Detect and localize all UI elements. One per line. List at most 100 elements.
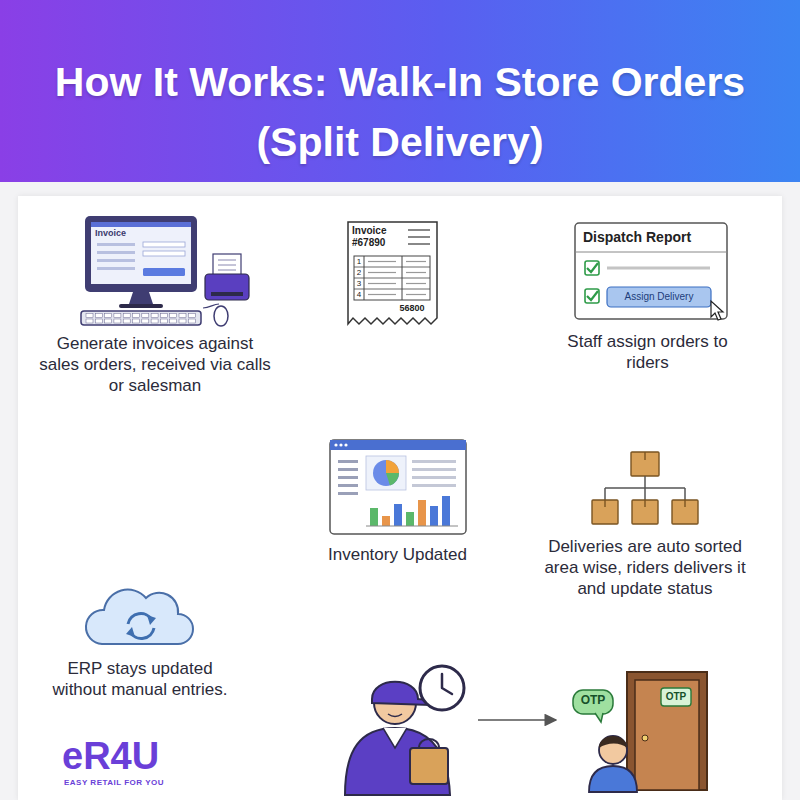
bar [442,496,450,526]
icon-text: 2 [354,267,364,278]
keyboard-key [86,319,93,323]
icon-area: Invoice [35,212,275,327]
keyboard-key [123,319,130,323]
form-field [143,251,185,256]
stand-base [119,304,163,308]
erp-cloud: ERP stays updated without manual entries… [50,580,230,700]
form-field [143,242,185,247]
paper-line [218,260,236,261]
keyboard-key [170,314,177,318]
keyboard-key [179,319,186,323]
icon-text: OTP [573,693,613,707]
receipt-line [408,229,430,230]
icon-drawing [565,668,715,792]
row-text-line [406,294,426,295]
pie-slice [386,460,399,473]
brand-tagline: EASY RETAIL FOR YOU [64,778,164,788]
keyboard-key [114,319,121,323]
bubble-tail [595,713,603,722]
parcel-box [672,500,698,524]
form-line [97,267,135,270]
text-holder: Dispatch Report [583,229,723,246]
receipt-paper [348,222,437,324]
keyboard-key [160,314,167,318]
chart-panel [366,456,406,490]
row-text-line [406,272,426,273]
text-holder: 4 [354,289,364,300]
door [635,680,699,790]
text-holder: 2 [354,267,364,278]
report-window [575,223,727,319]
chart-axis [366,526,458,527]
customer-hair [599,736,627,748]
step-caption: ERP stays updated without manual entries… [50,658,230,700]
keyboard-key [123,314,130,318]
cloud [86,590,193,644]
data-line [412,460,456,463]
inventory-dashboard: Inventory Updated [300,438,495,565]
checkbox [585,289,599,303]
keyboard-key [188,314,195,318]
step-caption: Deliveries are auto sorted area wise, ri… [540,536,750,599]
text-holder: 56800 [390,303,434,314]
keyboard-key [95,314,102,318]
window-dot [334,443,337,446]
keyboard-key [179,314,186,318]
bar [430,506,438,526]
table-row [354,289,430,290]
icon-text: Dispatch Report [583,229,723,246]
window-dot [339,443,342,446]
mouse-cursor [711,301,723,320]
text-holder: 3 [354,278,364,289]
sorting-step: Deliveries are auto sorted area wise, ri… [540,450,750,599]
customer-head [599,736,627,764]
icon-drawing [540,450,750,530]
icon-text: Assign Delivery [607,291,711,303]
door-frame [627,672,707,790]
mouse [214,306,228,326]
otp-bubble [573,690,613,714]
step-caption: Inventory Updated [300,544,495,565]
data-line [412,476,456,479]
icon-text: OTP [661,691,691,703]
parcel-tape [684,500,685,507]
screen-button [143,268,185,276]
sidebar-line [338,492,358,495]
dashboard-bar [330,440,466,450]
pie-slice [386,473,399,485]
check-mark [587,263,598,272]
delivery-bag [410,748,448,784]
text-holder: OTP [661,691,691,703]
row-text-line [368,272,396,273]
parcel-tape [604,500,605,507]
paper-line [218,265,236,266]
row-text-line [368,294,396,295]
rider-collar [383,728,407,748]
keyboard-key [86,314,93,318]
parcel-tape [644,452,645,460]
icon-area [540,450,750,530]
report-divider [575,252,727,253]
check-mark [587,291,598,300]
icon-area: OTP OTP [565,668,715,792]
dashboard-window [330,440,466,534]
bar [394,504,402,526]
receipt-line [408,243,430,244]
sort-tree [605,476,685,500]
keyboard-key [151,319,158,323]
text-holder: Invoice [95,228,155,239]
paper-line [218,270,236,271]
dispatch-report: Dispatch ReportAssign DeliveryStaff assi… [545,215,750,373]
row-text-line [368,283,396,284]
customer-body [589,766,637,792]
keyboard-key [133,319,140,323]
receipt-line [408,236,430,237]
screen-bar [91,222,191,227]
icon-area: Invoice #67890123456800 [340,218,445,328]
keyboard-key [188,319,195,323]
keyboard-key [105,319,112,323]
text-holder: Invoice #67890 [352,225,404,249]
brand-logo: eR4U [62,734,159,778]
keyboard-key [170,319,177,323]
pie-chart [373,460,399,486]
